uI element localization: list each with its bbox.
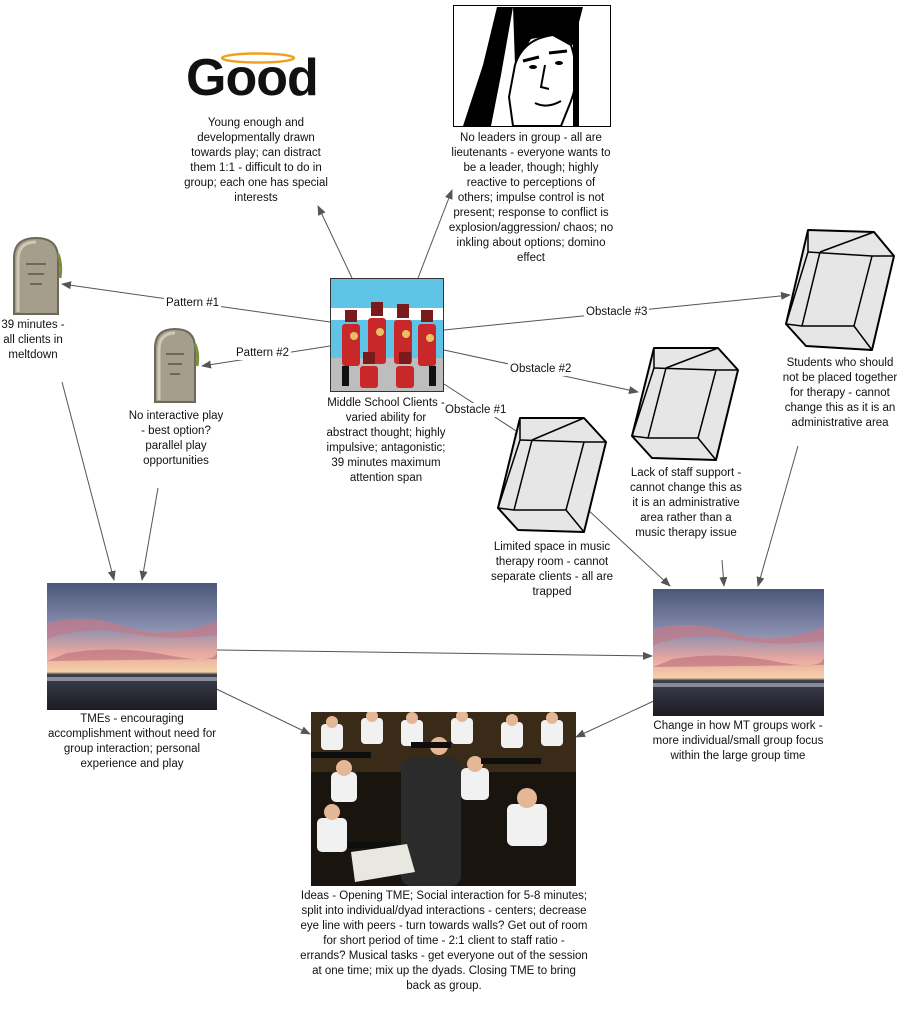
face-illustration: [453, 5, 611, 127]
node-obstacle1-text: Limited space in music therapy room - ca…: [490, 541, 614, 598]
sunset-image: [653, 589, 824, 716]
node-tomb1-text: 39 minutes - all clients in meltdown: [1, 319, 65, 361]
arrow-obstacle1-to-change: [585, 507, 671, 587]
sunset-image: [47, 583, 217, 710]
arrow-center-to-good: [317, 205, 353, 279]
edge-label-pattern-2: Pattern #2: [234, 346, 292, 360]
arrow-obstacle2-to-change: [719, 559, 728, 587]
tombstone-icon: [13, 236, 63, 315]
obstacle-block-icon: [785, 229, 895, 351]
arrow-obstacle3-to-change: [756, 445, 799, 587]
good-logo: Good: [186, 49, 319, 107]
halo-icon: [220, 52, 296, 64]
orchestra-image: [311, 712, 576, 886]
arrow-tomb2-to-tmes: [139, 487, 159, 581]
obstacle-block-icon: [497, 417, 607, 533]
node-center-text: Middle School Clients - varied ability f…: [326, 397, 446, 484]
arrow-center-to-no-leaders: [417, 189, 453, 279]
tombstone-icon: [154, 327, 200, 403]
node-ideas-text: Ideas - Opening TME; Social interaction …: [300, 890, 588, 992]
node-tomb2-text: No interactive play - best option? paral…: [128, 410, 224, 467]
edge-label-obstacle-2: Obstacle #2: [508, 362, 574, 376]
node-good-text: Young enough and developmentally drawn t…: [184, 117, 328, 204]
arrow-tmes-to-change: [216, 649, 653, 660]
marching-band-image: [330, 278, 444, 392]
obstacle-block-icon: [631, 347, 739, 461]
edge-label-pattern-1: Pattern #1: [164, 296, 222, 310]
node-change-text: Change in how MT groups work - more indi…: [652, 720, 824, 762]
node-no-leaders-text: No leaders in group - all are lieutenant…: [448, 132, 614, 264]
arrow-tmes-to-ideas: [205, 683, 311, 735]
node-tmes-text: TMEs - encouraging accomplishment withou…: [47, 713, 217, 770]
edge-label-obstacle-3: Obstacle #3: [584, 305, 650, 319]
node-obstacle2-text: Lack of staff support - cannot change th…: [630, 467, 742, 539]
node-obstacle3-text: Students who should not be placed togeth…: [782, 357, 898, 429]
edge-label-obstacle-1: Obstacle #1: [443, 403, 509, 417]
arrow-tomb1-to-tmes: [61, 381, 116, 581]
arrow-change-to-ideas: [575, 699, 657, 738]
